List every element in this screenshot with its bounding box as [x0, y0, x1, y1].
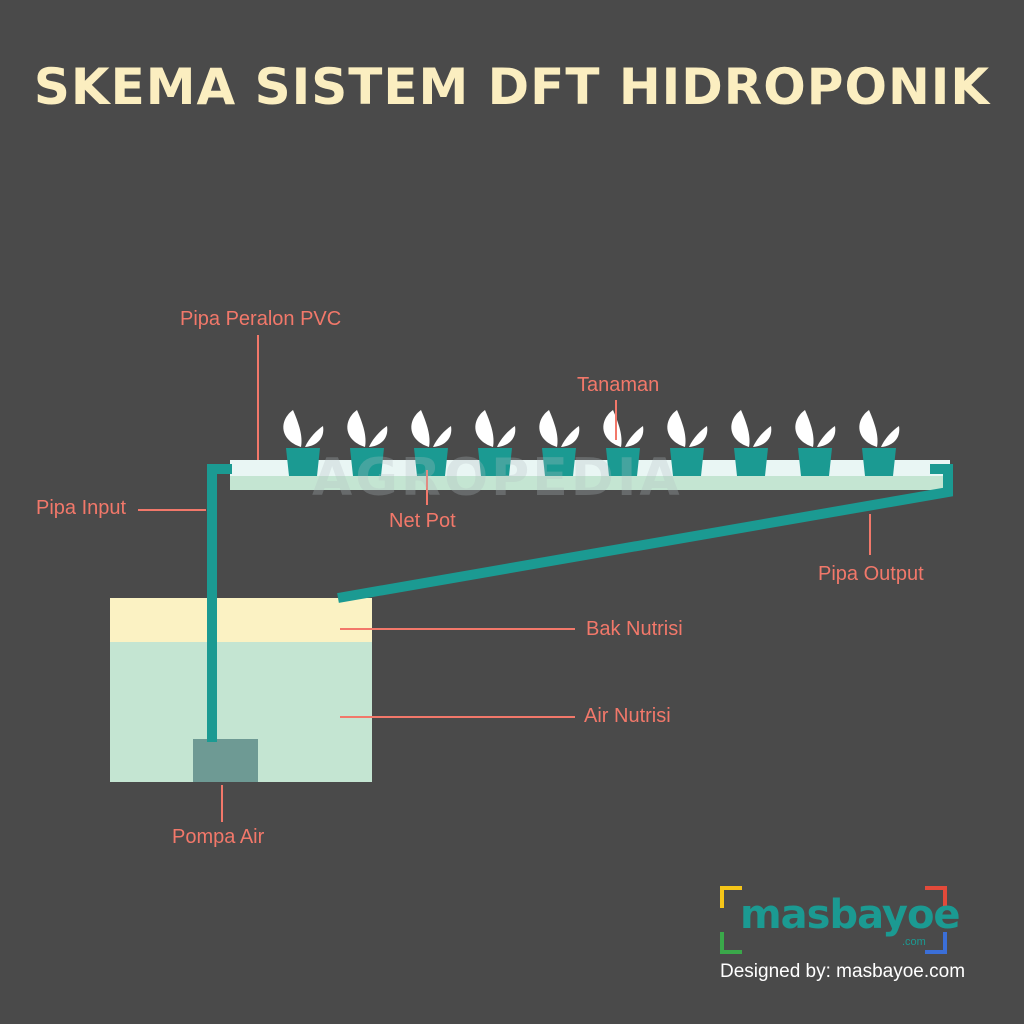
leaf-left [475, 410, 494, 447]
net-pot [734, 448, 768, 476]
leader-lines [138, 335, 871, 822]
logo-bracket-yellow [720, 886, 742, 908]
leaf-right [689, 426, 708, 447]
plant-2 [347, 410, 388, 476]
leaf-left [411, 410, 430, 447]
label-tanaman: Tanaman [577, 374, 660, 396]
logo-bracket-red [925, 886, 947, 908]
label-air-nutrisi: Air Nutrisi [584, 705, 671, 727]
net-pot [350, 448, 384, 476]
input-pipe [207, 464, 232, 742]
output-pipe [337, 464, 953, 603]
plant-1 [283, 410, 324, 476]
plant-3 [411, 410, 452, 476]
plant-8 [731, 410, 772, 476]
plant-4 [475, 410, 516, 476]
plants-group [283, 410, 900, 476]
net-pot [478, 448, 512, 476]
tank-top-layer [110, 598, 372, 642]
label-pipa-input: Pipa Input [36, 497, 127, 519]
logo-bracket-blue [925, 932, 947, 954]
label-net-pot: Net Pot [389, 510, 456, 532]
watermark: AGROPEDIA [312, 448, 683, 508]
label-pompa-air: Pompa Air [172, 826, 265, 848]
plant-7 [667, 410, 708, 476]
plant-10 [859, 410, 900, 476]
logo-wordmark: masbayoe [740, 892, 961, 938]
logo-brackets [720, 886, 947, 954]
leaf-left [347, 410, 366, 447]
net-pot [286, 448, 320, 476]
logo-suffix: .com [902, 936, 926, 948]
pvc-pipe-water [230, 476, 950, 490]
pump-box [193, 739, 258, 782]
leaf-right [369, 426, 388, 447]
leaf-right [817, 426, 836, 447]
leaf-right [561, 426, 580, 447]
leaf-right [305, 426, 324, 447]
plant-9 [795, 410, 836, 476]
leaf-left [283, 410, 302, 447]
leaf-right [625, 426, 644, 447]
leaf-left [539, 410, 558, 447]
leaf-right [881, 426, 900, 447]
net-pot [862, 448, 896, 476]
net-pot [414, 448, 448, 476]
leaf-left [859, 410, 878, 447]
label-pipa-output: Pipa Output [818, 563, 924, 585]
net-pot [542, 448, 576, 476]
net-pot [670, 448, 704, 476]
leaf-left [603, 410, 622, 447]
label-pipa-peralon-pvc: Pipa Peralon PVC [180, 308, 342, 330]
leaf-left [795, 410, 814, 447]
logo-bracket-green [720, 932, 742, 954]
designer-credit: Designed by: masbayoe.com [720, 961, 966, 982]
leaf-left [667, 410, 686, 447]
net-pot [606, 448, 640, 476]
leaf-right [433, 426, 452, 447]
leaf-right [497, 426, 516, 447]
net-pot [798, 448, 832, 476]
plant-5 [539, 410, 580, 476]
label-bak-nutrisi: Bak Nutrisi [586, 618, 683, 640]
page-title: SKEMA SISTEM DFT HIDROPONIK [33, 58, 991, 116]
leaf-left [731, 410, 750, 447]
leaf-right [753, 426, 772, 447]
